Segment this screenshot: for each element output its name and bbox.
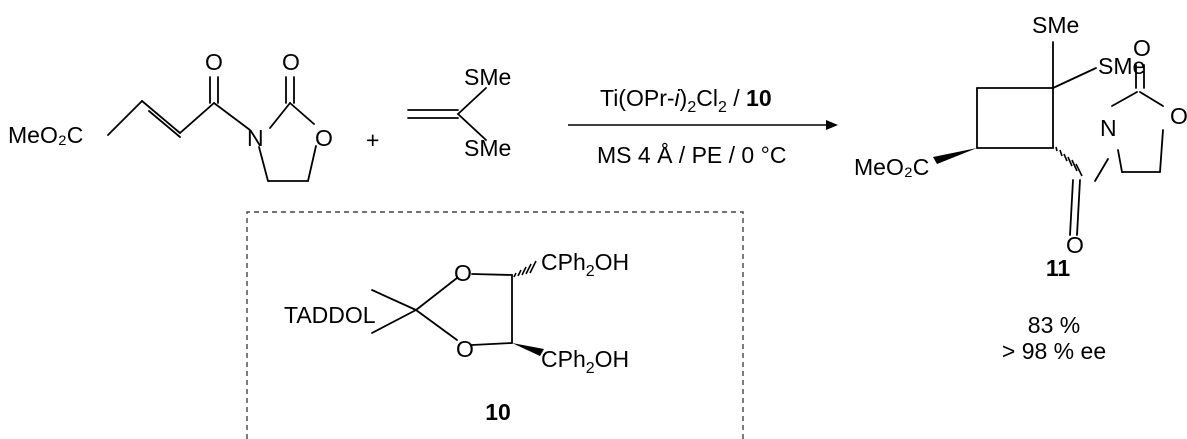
reactant1-carbonyl-o: O: [205, 49, 223, 75]
product-yield: 83 %: [1028, 312, 1080, 338]
product-ring-carbonyl-o: O: [1133, 35, 1151, 61]
reaction-arrow: [568, 120, 838, 130]
taddol-group-bottom: CPh2OH: [541, 346, 629, 377]
amide-hashed-bond: [1055, 146, 1083, 177]
taddol-bonds: [371, 273, 513, 346]
conditions-reagent: Ti(OPr-i)2Cl2 / 10: [600, 85, 772, 116]
reactant1-bonds: [107, 76, 317, 182]
taddol-wedge-bond: [512, 343, 544, 356]
product-sme-top: SMe: [1032, 12, 1079, 38]
taddol-name: TADDOL: [284, 302, 376, 328]
reactant1-ring-n: N: [247, 125, 264, 151]
product-amide-o: O: [1066, 232, 1084, 258]
plus-sign: +: [366, 127, 379, 153]
product-sme-right: SMe: [1098, 53, 1145, 79]
reactant2-top-group: SMe: [464, 64, 511, 90]
taddol-compound-number: 10: [485, 399, 511, 425]
product-cyclobutane: SMe SMe MeO₂C O N O O: [854, 12, 1187, 258]
product-ester-group: MeO₂C: [854, 154, 929, 180]
reactant1-ring-carbonyl-o: O: [282, 49, 300, 75]
taddol-structure: O O CPh2OH CPh2OH: [371, 249, 629, 377]
ester-wedge-bond: [933, 148, 977, 164]
reactant1-ester-group: MeO₂C: [8, 122, 83, 148]
reactant-fumaroyl-oxazolidinone: MeO₂C O O N O: [8, 49, 333, 182]
taddol-group-top: CPh2OH: [541, 249, 629, 280]
product-compound-number: 11: [1046, 255, 1071, 281]
taddol-hashed-bond: [513, 260, 537, 278]
reactant-ketene-dithioacetal: SMe SMe: [407, 64, 511, 161]
reactant1-ring-o: O: [315, 125, 333, 151]
conditions-line2: MS 4 Å / PE / 0 °C: [597, 141, 786, 168]
taddol-ring-o-bottom: O: [456, 336, 474, 362]
product-ring-o: O: [1170, 103, 1187, 129]
product-bonds: [976, 41, 1164, 236]
conditions-reagent-compound: 10: [746, 85, 772, 111]
reactant2-bonds: [407, 87, 487, 141]
taddol-ring-o-top: O: [454, 260, 472, 286]
reactant2-bottom-group: SMe: [464, 135, 511, 161]
product-ee: > 98 % ee: [1002, 338, 1106, 364]
product-ring-n: N: [1100, 115, 1117, 141]
